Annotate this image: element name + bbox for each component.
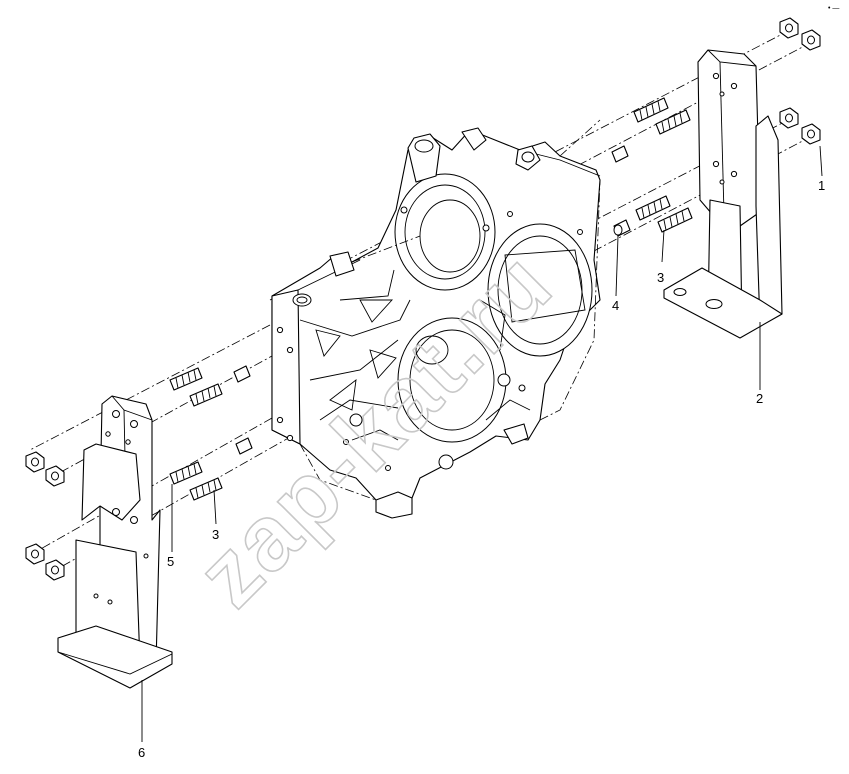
callout-6: 6 <box>138 745 145 760</box>
callout-1: 1 <box>818 178 825 193</box>
callout-2: 2 <box>756 391 763 406</box>
timing-case-housing <box>271 119 601 519</box>
right-support-bracket <box>663 49 783 339</box>
callout-3-left: 3 <box>212 527 219 542</box>
callout-leaders <box>141 145 823 742</box>
callout-4: 4 <box>612 298 619 313</box>
callout-3-right: 3 <box>657 270 664 285</box>
nuts <box>25 17 821 581</box>
callout-labels: 1 2 3 4 3 5 6 <box>138 178 825 760</box>
corner-mark: • — <box>828 5 839 12</box>
callout-5: 5 <box>167 554 174 569</box>
dowel-pins <box>233 145 631 455</box>
left-support-bracket <box>57 395 173 689</box>
studs <box>169 97 693 501</box>
